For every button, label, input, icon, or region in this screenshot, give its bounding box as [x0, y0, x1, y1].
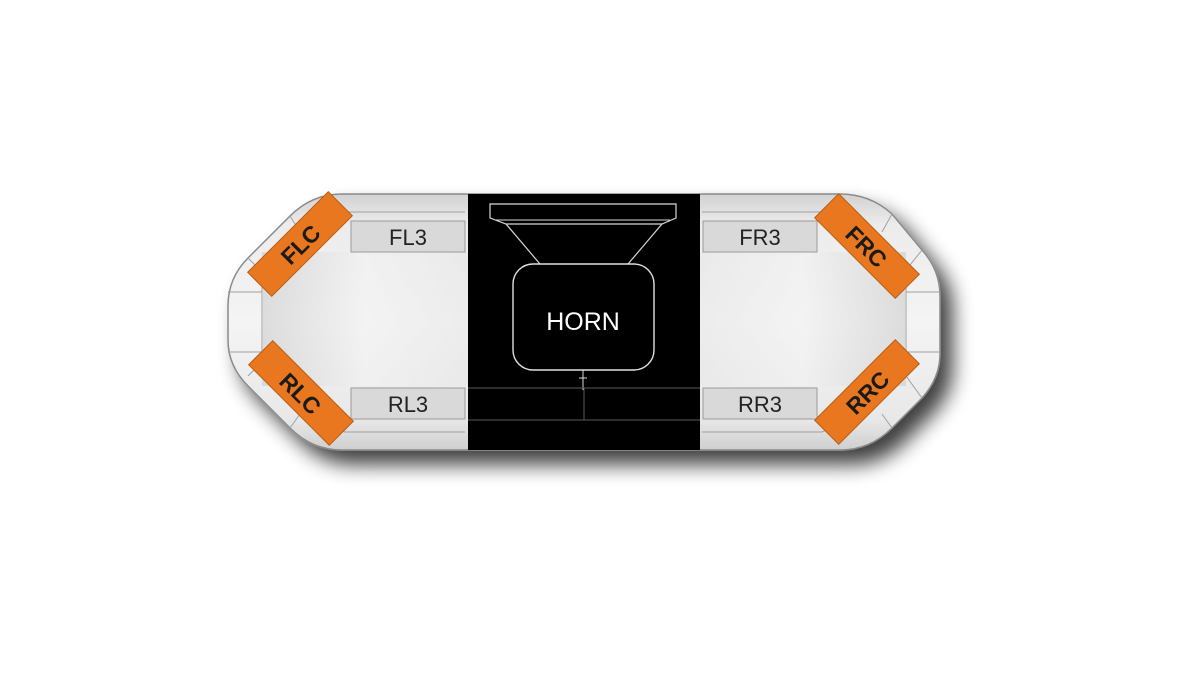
module-fl3: FL3 [350, 220, 466, 253]
module-fr3-label: FR3 [739, 225, 781, 250]
module-rl3-label: RL3 [388, 392, 428, 417]
module-rr3-label: RR3 [738, 392, 782, 417]
module-rl3: RL3 [350, 387, 466, 420]
center-module: HORN [468, 194, 700, 450]
module-rr3: RR3 [702, 387, 818, 420]
horn-label: HORN [546, 308, 620, 336]
module-fr3: FR3 [702, 220, 818, 253]
module-fl3-label: FL3 [389, 225, 427, 250]
